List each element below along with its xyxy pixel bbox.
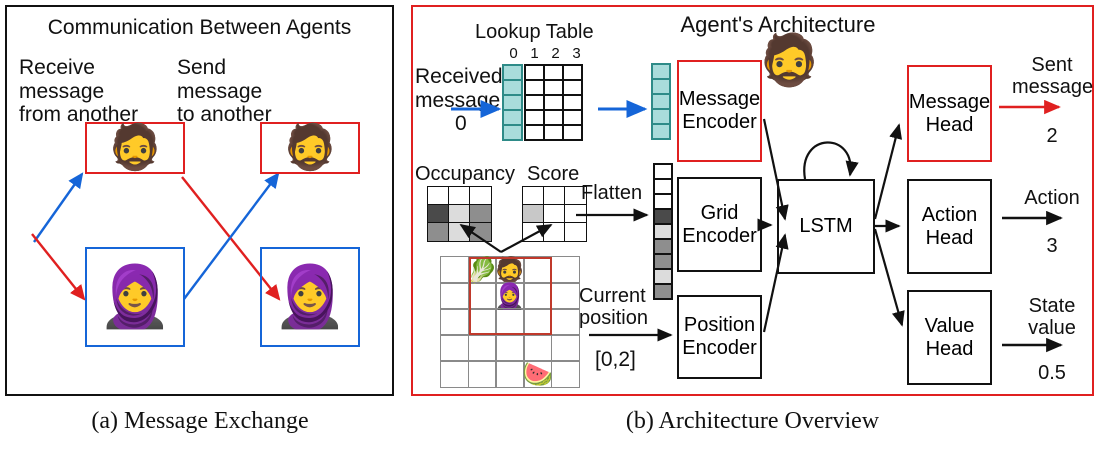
message-encoder-label: Message Encoder [678, 88, 761, 133]
cavewoman-emoji: 🧕 [97, 262, 173, 332]
agent-red-left[interactable]: 🧔 [85, 122, 185, 174]
message-head-label: Message Head [908, 90, 991, 136]
panel-message-exchange: Communication Between Agents Receive mes… [5, 5, 394, 396]
flatten-label: Flatten [581, 182, 643, 204]
lookup-col-header: 1 [530, 45, 539, 62]
position-encoder[interactable]: Position Encoder [677, 295, 762, 379]
score-cell [564, 222, 587, 242]
current-position-value: [0,2] [595, 348, 636, 371]
embedding-cell [651, 123, 671, 140]
caveman-emoji: 🧔 [758, 31, 821, 89]
watermelon-emoji: 🍉 [522, 359, 554, 389]
lstm-block[interactable]: LSTM [777, 179, 875, 274]
lstm-label: LSTM [799, 215, 853, 237]
leafy-green-emoji: 🥬 [466, 255, 498, 285]
action-output-label: Action [1024, 187, 1080, 209]
value-head-label: Value Head [924, 314, 975, 360]
receive-label: Receive message from another [19, 56, 139, 127]
caveman-emoji: 🧔 [107, 122, 163, 173]
current-position-label: Current position [579, 285, 648, 330]
lookup-col-header: 3 [572, 45, 581, 62]
panel-b-arrows [451, 99, 1063, 353]
panel-architecture-overview: Agent's Architecture 🧔 Lookup Table 0 1 … [411, 5, 1094, 396]
grid-encoder-label: Grid Encoder [682, 201, 757, 247]
message-embedding-vector [651, 63, 671, 140]
agent-blue-right[interactable]: 🧕 [260, 247, 360, 347]
received-message-value: 0 [455, 112, 467, 135]
cavewoman-emoji: 🧕 [494, 281, 526, 311]
message-head[interactable]: Message Head [907, 65, 992, 162]
sent-message-label: Sent message [1012, 54, 1094, 99]
lookup-col-header: 0 [509, 45, 518, 62]
panel-b-title: Agent's Architecture [680, 12, 876, 37]
occupancy-label: Occupancy [415, 163, 516, 185]
lookup-table-headers: 0 1 2 3 [503, 45, 587, 63]
lookup-column-3[interactable] [562, 64, 583, 141]
panel-a-arrows [31, 172, 281, 301]
lookup-cell [562, 124, 583, 141]
send-label: Send message to another [177, 56, 272, 127]
caption-a: (a) Message Exchange [91, 408, 309, 434]
world-cell[interactable] [550, 334, 580, 362]
agent-avatar: 🧔 [758, 35, 820, 85]
lookup-table-title: Lookup Table [475, 21, 594, 43]
agent-red-right[interactable]: 🧔 [260, 122, 360, 174]
received-message-label: Received message [415, 65, 503, 112]
caveman-emoji: 🧔 [282, 122, 338, 173]
message-encoder[interactable]: Message Encoder [677, 60, 762, 162]
flatten-vector [653, 163, 673, 300]
state-value-label: State value [1028, 295, 1076, 340]
sent-message-value: 2 [1046, 125, 1058, 147]
panel-a-title: Communication Between Agents [47, 16, 352, 39]
action-head-label: Action Head [921, 203, 978, 249]
world-cell[interactable] [550, 360, 580, 388]
grid-encoder[interactable]: Grid Encoder [677, 177, 762, 272]
score-label: Score [527, 163, 580, 185]
occupancy-grid [427, 186, 492, 242]
world-cell[interactable]: 🧕 [494, 281, 526, 311]
caption-b: (b) Architecture Overview [625, 408, 880, 434]
position-encoder-label: Position Encoder [682, 314, 757, 359]
lookup-column-0[interactable] [502, 64, 523, 141]
lookup-cell [502, 124, 523, 141]
agent-blue-left[interactable]: 🧕 [85, 247, 185, 347]
state-value-value: 0.5 [1038, 362, 1066, 384]
caveman-emoji: 🧔 [494, 255, 526, 285]
action-head[interactable]: Action Head [907, 179, 992, 274]
action-output-value: 3 [1046, 235, 1058, 257]
lookup-col-header: 2 [551, 45, 560, 62]
cavewoman-emoji: 🧕 [272, 262, 348, 332]
lookup-table[interactable] [502, 64, 583, 141]
value-head[interactable]: Value Head [907, 290, 992, 385]
flatten-cell [653, 283, 673, 300]
